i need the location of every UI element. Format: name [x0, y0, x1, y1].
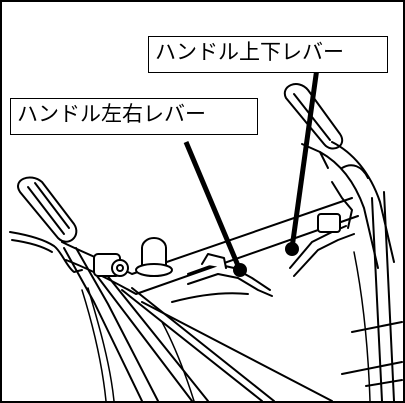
left-right-lever — [171, 253, 273, 303]
cables — [81, 251, 371, 401]
label-handle-updown-lever: ハンドル上下レバー — [148, 36, 388, 73]
leader-line-updown — [289, 67, 320, 249]
leader-dot-updown — [285, 242, 299, 256]
label-handle-left-right-lever: ハンドル左右レバー — [10, 98, 258, 135]
left-lever-bracket — [9, 231, 129, 277]
leader-lines — [183, 67, 320, 277]
handlebar-tube — [61, 141, 395, 295]
center-knob — [135, 237, 173, 277]
leader-line-left-right — [183, 141, 242, 269]
leader-dot-left-right — [233, 263, 247, 277]
left-frame-bars — [63, 247, 333, 401]
right-frame-bars — [341, 191, 403, 401]
left-grip — [17, 176, 78, 243]
